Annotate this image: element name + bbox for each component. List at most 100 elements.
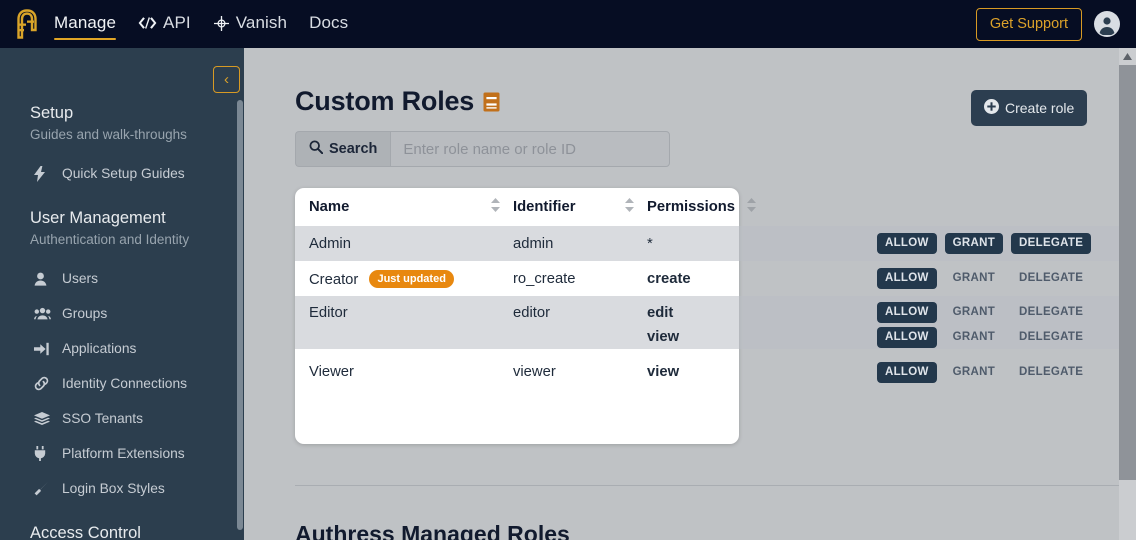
- allow-chip[interactable]: ALLOW: [877, 327, 937, 348]
- roles-table-header-row: Name Identifier Permissions: [295, 188, 1119, 226]
- sidebar-item-sso-tenants[interactable]: SSO Tenants: [0, 401, 244, 436]
- sort-arrows-icon: [625, 198, 635, 212]
- search-input[interactable]: [390, 131, 671, 167]
- sidebar-item-identity-connections[interactable]: Identity Connections: [0, 366, 244, 401]
- book-icon[interactable]: [483, 92, 500, 112]
- get-support-button[interactable]: Get Support: [975, 7, 1082, 41]
- column-header-permissions[interactable]: Permissions: [647, 199, 736, 215]
- grant-chip[interactable]: GRANT: [952, 272, 996, 284]
- scroll-up-arrow-icon[interactable]: [1119, 48, 1136, 65]
- sidebar-item-label: Platform Extensions: [62, 446, 185, 461]
- grant-chip[interactable]: GRANT: [952, 365, 996, 378]
- plus-circle-icon: [984, 99, 999, 117]
- nav-link-vanish[interactable]: Vanish: [213, 13, 287, 35]
- cell-role-name: Creator Just updated: [295, 261, 491, 296]
- chevron-left-icon: ‹: [224, 71, 229, 88]
- page-scrollbar-thumb[interactable]: [1119, 65, 1136, 480]
- allow-chip[interactable]: ALLOW: [877, 361, 937, 383]
- permission-item: create: [647, 270, 691, 287]
- sidebar-item-label: Quick Setup Guides: [62, 166, 185, 181]
- role-name: Editor: [309, 305, 348, 321]
- cell-role-identifier: admin: [513, 235, 554, 252]
- cell-role-permissions: view: [647, 349, 747, 395]
- delegate-chip[interactable]: DELEGATE: [1011, 233, 1092, 254]
- search-button[interactable]: Search: [295, 131, 391, 167]
- delegate-chip[interactable]: DELEGATE: [1019, 306, 1084, 318]
- nav-link-manage[interactable]: Manage: [54, 13, 117, 40]
- nav-right-group: Get Support: [975, 7, 1136, 41]
- sidebar-item-platform-extensions[interactable]: Platform Extensions: [0, 436, 244, 471]
- role-name: Viewer: [309, 364, 354, 380]
- sidebar-section-title-setup: Setup: [30, 104, 74, 122]
- sidebar-section-title-user-management: User Management: [30, 209, 166, 227]
- sidebar-item-users[interactable]: Users: [0, 261, 244, 296]
- page-title-row: Custom Roles: [295, 86, 500, 117]
- allow-chip[interactable]: ALLOW: [877, 233, 937, 254]
- roles-table-body: Admin admin * ALLOW GRANT: [295, 226, 1119, 395]
- sidebar-scrollbar-track[interactable]: [236, 48, 244, 540]
- allow-chip[interactable]: ALLOW: [877, 268, 937, 289]
- nav-link-docs-label: Docs: [309, 13, 349, 32]
- sort-toggle-permissions[interactable]: [747, 188, 877, 226]
- users-icon: [34, 307, 62, 320]
- sidebar-item-groups[interactable]: Groups: [0, 296, 244, 331]
- action-group: ALLOW GRANT DELEGATE: [877, 233, 1119, 254]
- create-role-button[interactable]: Create role: [971, 90, 1088, 126]
- sign-in-icon: [34, 342, 62, 356]
- column-header-name[interactable]: Name: [309, 199, 350, 215]
- paintbrush-icon: [34, 481, 62, 496]
- table-row[interactable]: Creator Just updated ro_create create AL…: [295, 261, 1119, 296]
- cell-role-identifier: editor: [513, 305, 551, 321]
- cell-role-name: Viewer: [295, 349, 491, 395]
- delegate-chip[interactable]: DELEGATE: [1019, 272, 1084, 284]
- allow-chip[interactable]: ALLOW: [877, 302, 937, 323]
- sidebar-item-applications[interactable]: Applications: [0, 331, 244, 366]
- nav-link-docs[interactable]: Docs: [309, 13, 348, 35]
- cell-role-permissions: edit view: [647, 296, 747, 349]
- link-icon: [34, 376, 62, 391]
- permission-item: view: [647, 329, 680, 345]
- authress-logo[interactable]: [0, 9, 54, 39]
- create-role-label: Create role: [1005, 100, 1075, 116]
- plug-icon: [34, 446, 62, 461]
- sidebar-item-label: SSO Tenants: [62, 411, 144, 426]
- page-scrollbar[interactable]: [1119, 48, 1136, 540]
- cell-role-identifier: viewer: [513, 364, 556, 380]
- cell-role-actions: ALLOW GRANT DELEGATE: [877, 261, 1119, 296]
- table-row[interactable]: Admin admin * ALLOW GRANT: [295, 226, 1119, 261]
- status-badge: Just updated: [369, 269, 454, 288]
- table-row[interactable]: Editor editor edit view ALLOW: [295, 296, 1119, 349]
- sidebar-item-quick-setup-guides[interactable]: Quick Setup Guides: [0, 156, 244, 191]
- sidebar-scrollbar-thumb[interactable]: [237, 100, 243, 530]
- action-group: ALLOW GRANT DELEGATE: [877, 361, 1119, 383]
- cell-role-identifier: ro_create: [513, 270, 576, 287]
- user-avatar[interactable]: [1094, 11, 1120, 37]
- sidebar-item-label: Applications: [62, 341, 137, 356]
- action-group: ALLOW GRANT DELEGATE: [877, 268, 1119, 289]
- search-bar: Search: [295, 131, 671, 167]
- sort-toggle-name[interactable]: [491, 188, 513, 226]
- cell-role-actions: ALLOW GRANT DELEGATE ALLOW GRANT DELEGAT…: [877, 296, 1119, 349]
- grant-chip[interactable]: GRANT: [944, 233, 1004, 254]
- roles-table-card: [295, 188, 739, 444]
- nav-link-vanish-label: Vanish: [235, 13, 288, 32]
- table-row[interactable]: Viewer viewer view ALLOW GRANT: [295, 349, 1119, 395]
- sort-toggle-identifier[interactable]: [625, 188, 647, 226]
- delegate-chip[interactable]: DELEGATE: [1019, 365, 1084, 378]
- column-header-identifier[interactable]: Identifier: [513, 199, 576, 215]
- permission-item: view: [647, 364, 680, 380]
- search-icon: [309, 140, 324, 158]
- nav-link-api[interactable]: API: [138, 13, 191, 35]
- sidebar: Setup Guides and walk-throughs Quick Set…: [0, 48, 244, 540]
- roles-table: Name Identifier Permissions: [295, 188, 1119, 395]
- page-title: Custom Roles: [295, 86, 475, 116]
- sidebar-collapse-button[interactable]: ‹: [213, 66, 240, 93]
- sidebar-section-subtitle-setup: Guides and walk-throughs: [30, 127, 187, 142]
- sidebar-item-login-box-styles[interactable]: Login Box Styles: [0, 471, 244, 506]
- cell-role-permissions: create: [647, 261, 747, 296]
- sidebar-item-label: Login Box Styles: [62, 481, 165, 496]
- action-group: ALLOW GRANT DELEGATE: [877, 302, 1119, 323]
- grant-chip[interactable]: GRANT: [952, 331, 996, 343]
- grant-chip[interactable]: GRANT: [952, 306, 996, 318]
- delegate-chip[interactable]: DELEGATE: [1019, 331, 1084, 343]
